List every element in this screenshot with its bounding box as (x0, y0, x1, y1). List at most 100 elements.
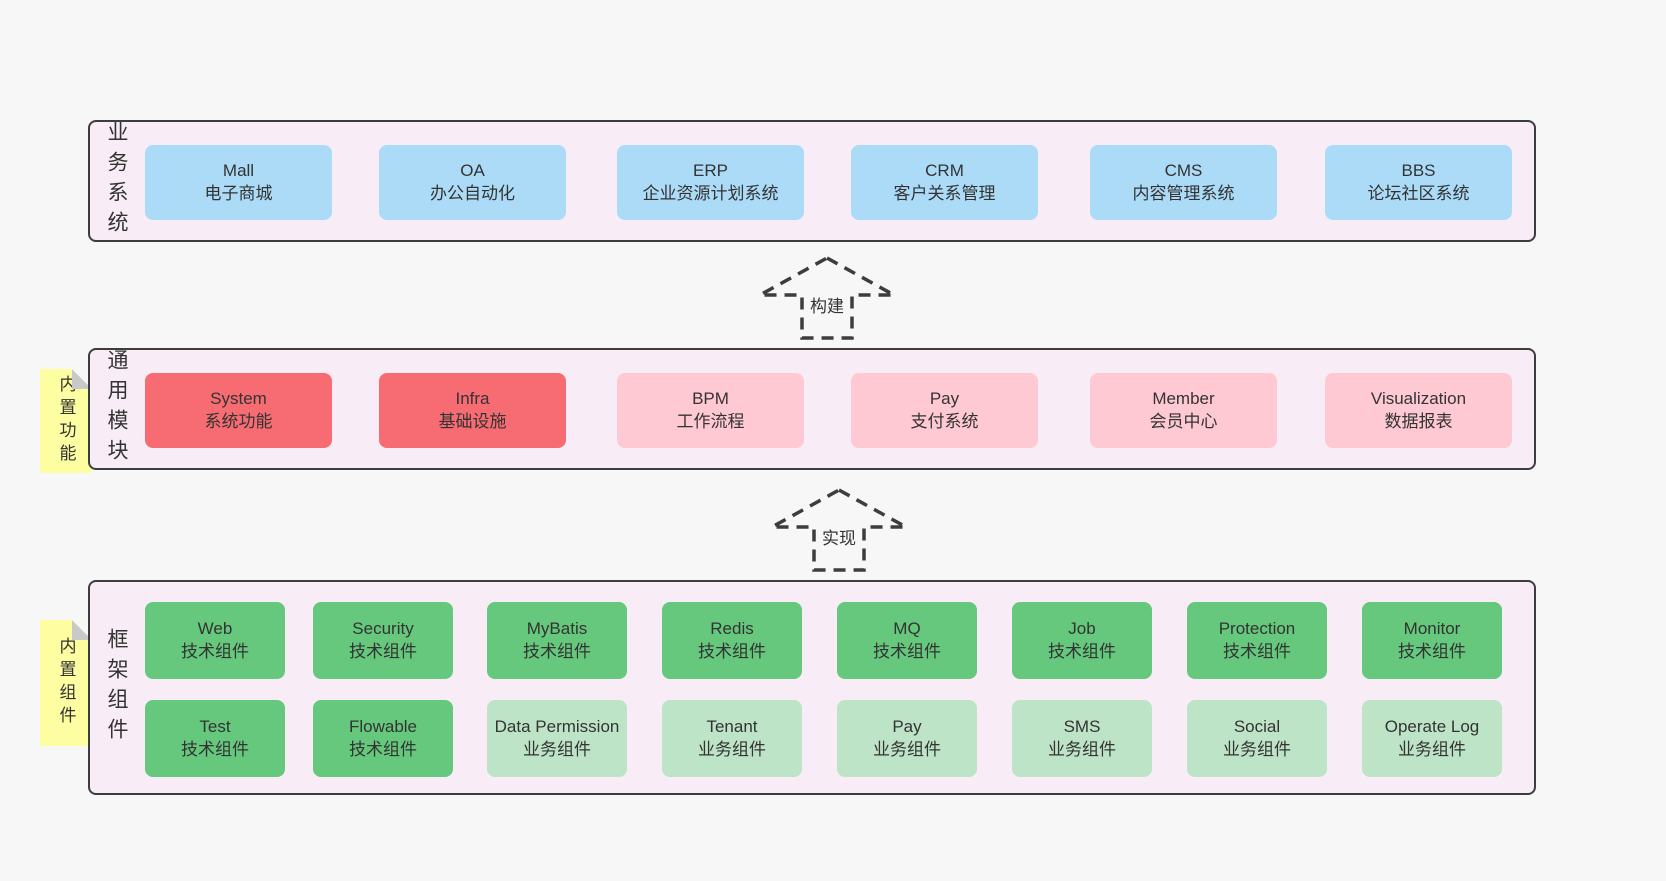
box-title: Operate Log (1384, 716, 1480, 736)
box-erp: ERP 企业资源计划系统 (617, 145, 804, 220)
box-title: MQ (893, 618, 921, 638)
box-subtitle: 客户关系管理 (893, 183, 996, 203)
box-web: Web 技术组件 (145, 602, 285, 679)
arrow-implement: 实现 (769, 487, 909, 573)
box-subtitle: 业务组件 (698, 739, 766, 759)
box-title: Monitor (1403, 618, 1461, 638)
box-title: System (210, 388, 267, 408)
box-pay-system: Pay 支付系统 (851, 373, 1038, 448)
box-test: Test 技术组件 (145, 700, 285, 777)
arrow-implement-label: 实现 (818, 523, 860, 550)
box-subtitle: 数据报表 (1384, 411, 1453, 431)
box-subtitle: 电子商城 (204, 183, 273, 203)
box-title: Mall (222, 160, 255, 180)
module-layer-container: 通用模块 System 系统功能 Infra 基础设施 BPM 工作流程 Pay… (88, 348, 1536, 470)
box-oa: OA 办公自动化 (379, 145, 566, 220)
box-title: Protection (1218, 618, 1296, 638)
box-title: ERP (693, 160, 728, 180)
box-title: CMS (1164, 160, 1203, 180)
box-title: BPM (692, 388, 729, 408)
box-title: Tenant (706, 716, 758, 736)
box-subtitle: 业务组件 (1223, 739, 1291, 759)
box-title: Pay (892, 716, 922, 736)
note-text: 内置功能 (56, 375, 76, 467)
box-bbs: BBS 论坛社区系统 (1325, 145, 1512, 220)
box-title: CRM (925, 160, 964, 180)
box-title: Infra (455, 388, 490, 408)
box-subtitle: 技术组件 (1223, 641, 1291, 661)
box-tenant: Tenant 业务组件 (662, 700, 802, 777)
box-title: Security (352, 618, 414, 638)
box-title: Visualization (1370, 388, 1467, 408)
box-subtitle: 业务组件 (1048, 739, 1116, 759)
box-crm: CRM 客户关系管理 (851, 145, 1038, 220)
business-layer-label: 业务系统 (105, 121, 128, 241)
box-title: Data Permission (494, 716, 620, 736)
box-subtitle: 技术组件 (873, 641, 941, 661)
box-title: Test (199, 716, 231, 736)
box-subtitle: 技术组件 (349, 641, 417, 661)
box-job: Job 技术组件 (1012, 602, 1152, 679)
box-monitor: Monitor 技术组件 (1362, 602, 1502, 679)
box-title: Member (1152, 388, 1215, 408)
box-mybatis: MyBatis 技术组件 (487, 602, 627, 679)
box-title: Redis (710, 618, 754, 638)
box-member: Member 会员中心 (1090, 373, 1277, 448)
box-subtitle: 技术组件 (1048, 641, 1116, 661)
module-layer-label: 通用模块 (105, 349, 128, 469)
box-subtitle: 工作流程 (676, 411, 745, 431)
business-layer-container: 业务系统 Mall 电子商城 OA 办公自动化 ERP 企业资源计划系统 CRM… (88, 120, 1536, 242)
component-layer-label: 框架组件 (105, 627, 128, 748)
box-title: Job (1068, 618, 1096, 638)
arrow-build: 构建 (757, 255, 897, 341)
box-title: Pay (929, 388, 960, 408)
box-subtitle: 企业资源计划系统 (642, 183, 779, 203)
box-security: Security 技术组件 (313, 602, 453, 679)
box-subtitle: 业务组件 (523, 739, 591, 759)
box-redis: Redis 技术组件 (662, 602, 802, 679)
box-visualization: Visualization 数据报表 (1325, 373, 1512, 448)
box-subtitle: 技术组件 (698, 641, 766, 661)
sticky-note-built-in-components: 内置组件 (40, 620, 92, 746)
box-mq: MQ 技术组件 (837, 602, 977, 679)
box-subtitle: 论坛社区系统 (1367, 183, 1470, 203)
box-system: System 系统功能 (145, 373, 332, 448)
box-subtitle: 支付系统 (910, 411, 979, 431)
box-sms: SMS 业务组件 (1012, 700, 1152, 777)
box-operate-log: Operate Log 业务组件 (1362, 700, 1502, 777)
box-subtitle: 办公自动化 (430, 183, 515, 203)
box-cms: CMS 内容管理系统 (1090, 145, 1277, 220)
box-protection: Protection 技术组件 (1187, 602, 1327, 679)
box-subtitle: 业务组件 (1398, 739, 1466, 759)
box-title: OA (460, 160, 485, 180)
box-title: BBS (1401, 160, 1436, 180)
box-bpm: BPM 工作流程 (617, 373, 804, 448)
box-title: SMS (1063, 716, 1101, 736)
dashed-up-arrow-icon (771, 488, 907, 572)
box-subtitle: 技术组件 (181, 641, 249, 661)
box-subtitle: 基础设施 (438, 411, 507, 431)
box-title: Flowable (348, 716, 418, 736)
box-title: Social (1233, 716, 1281, 736)
box-subtitle: 技术组件 (1398, 641, 1466, 661)
sticky-note-built-in-features: 内置功能 (40, 369, 92, 473)
box-subtitle: 技术组件 (349, 739, 417, 759)
box-title: Web (197, 618, 233, 638)
box-subtitle: 技术组件 (181, 739, 249, 759)
box-flowable: Flowable 技术组件 (313, 700, 453, 777)
box-subtitle: 会员中心 (1149, 411, 1218, 431)
arrow-build-label: 构建 (806, 291, 848, 318)
box-social: Social 业务组件 (1187, 700, 1327, 777)
box-subtitle: 内容管理系统 (1132, 183, 1235, 203)
box-subtitle: 系统功能 (204, 411, 273, 431)
component-layer-container: 框架组件 Web 技术组件 Security 技术组件 MyBatis 技术组件… (88, 580, 1536, 795)
box-data-permission: Data Permission 业务组件 (487, 700, 627, 777)
box-subtitle: 业务组件 (873, 739, 941, 759)
box-title: MyBatis (526, 618, 588, 638)
box-mall: Mall 电子商城 (145, 145, 332, 220)
dashed-up-arrow-icon (759, 256, 895, 340)
box-subtitle: 技术组件 (523, 641, 591, 661)
box-infra: Infra 基础设施 (379, 373, 566, 448)
note-text: 内置组件 (56, 637, 76, 729)
